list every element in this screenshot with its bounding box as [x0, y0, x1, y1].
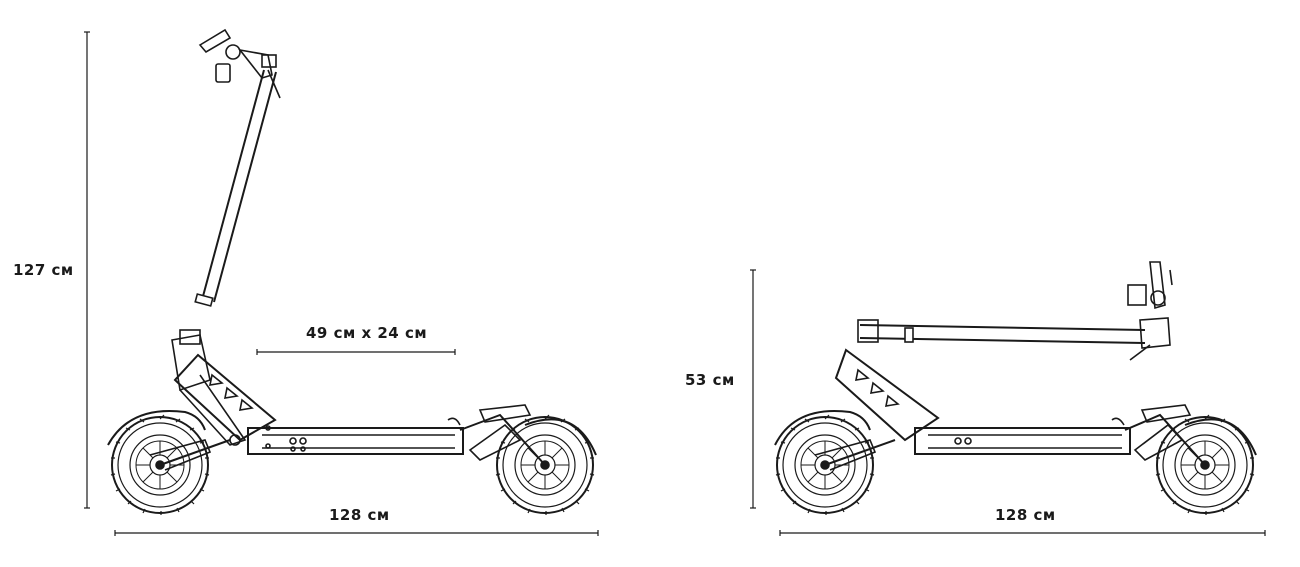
handlebar	[198, 28, 281, 99]
unfolded-dimension-lines	[84, 31, 599, 536]
deck-size-label: 49 см x 24 см	[306, 324, 428, 342]
folded-length-label: 128 см	[995, 506, 1056, 524]
folded-dimension-lines	[750, 269, 1266, 536]
folded-height-label: 53 см	[685, 371, 735, 389]
unfolded-height-label: 127 см	[13, 261, 74, 279]
unfolded-scooter	[107, 28, 597, 516]
folded-handlebar	[1127, 261, 1173, 361]
folded-scooter	[774, 261, 1257, 516]
unfolded-length-label: 128 см	[329, 506, 390, 524]
